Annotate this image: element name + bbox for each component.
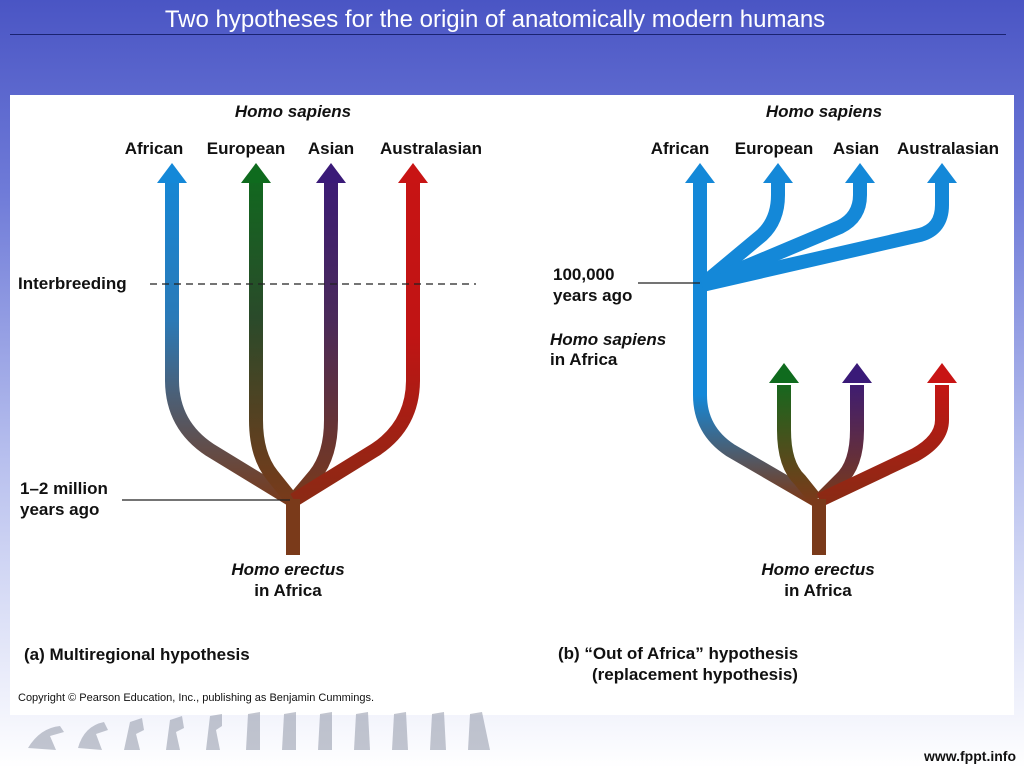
panel-a-african-arrowhead xyxy=(157,163,187,183)
panel-b-asian-archaic-branch xyxy=(815,385,864,505)
panel-b-australasian-archaic-branch xyxy=(817,385,949,507)
figure-drawing: Homo sapiens African European Asian Aust… xyxy=(18,102,999,684)
panel-b-lineage-african: African xyxy=(651,139,710,158)
panel-a-time-label-line1: 1–2 million xyxy=(20,479,108,498)
panel-b-sapiens-label-line1: Homo sapiens xyxy=(550,330,666,349)
panel-b-root-label-line1: Homo erectus xyxy=(761,560,874,579)
panel-b-african-stem xyxy=(693,180,820,507)
panel-b-time-label-line2: years ago xyxy=(553,286,632,305)
panel-b-trunk xyxy=(812,499,826,555)
panel-b-european-archaic-branch xyxy=(777,385,822,505)
panel-a-top-label: Homo sapiens xyxy=(235,102,351,121)
panel-b: Homo sapiens African European Asian Aust… xyxy=(550,102,999,684)
panel-a-australasian-branch xyxy=(290,180,420,506)
panel-a-european-branch xyxy=(249,180,298,505)
panel-a-lineage-european: European xyxy=(207,139,285,158)
panel-b-root-label-line2: in Africa xyxy=(784,581,852,600)
title-divider xyxy=(10,34,1006,35)
panel-a-australasian-arrowhead xyxy=(398,163,428,183)
panel-b-european-archaic-arrowhead xyxy=(769,363,799,383)
panel-b-asian-modern-branch xyxy=(699,180,867,292)
panel-b-caption-line1: (b) “Out of Africa” hypothesis xyxy=(558,644,798,663)
panel-b-african-arrowhead xyxy=(685,163,715,183)
panel-a-trunk xyxy=(286,499,300,555)
panel-a-asian-arrowhead xyxy=(316,163,346,183)
footer-url[interactable]: www.fppt.info xyxy=(923,748,1016,764)
panel-b-lineage-european: European xyxy=(735,139,813,158)
panel-a-european-arrowhead xyxy=(241,163,271,183)
panel-b-lineage-australasian: Australasian xyxy=(897,139,999,158)
panel-b-caption-line2: (replacement hypothesis) xyxy=(592,665,798,684)
panel-b-european-modern-branch xyxy=(697,180,785,291)
panel-b-time-label-line1: 100,000 xyxy=(553,265,614,284)
evolution-silhouettes-graphic xyxy=(28,712,490,750)
panel-a-interbreeding-label: Interbreeding xyxy=(18,274,127,293)
panel-a-root-label-line1: Homo erectus xyxy=(231,560,344,579)
panel-a: Homo sapiens African European Asian Aust… xyxy=(18,102,482,664)
copyright-notice: Copyright © Pearson Education, Inc., pub… xyxy=(18,692,375,704)
panel-a-caption: (a) Multiregional hypothesis xyxy=(24,645,250,664)
panel-b-asian-archaic-arrowhead xyxy=(842,363,872,383)
panel-b-sapiens-label-line2: in Africa xyxy=(550,350,618,369)
hypotheses-figure: Homo sapiens African European Asian Aust… xyxy=(10,95,1014,715)
panel-b-australasian-arrowhead xyxy=(927,163,957,183)
panel-b-top-label: Homo sapiens xyxy=(766,102,882,121)
panel-b-asian-arrowhead xyxy=(845,163,875,183)
panel-a-african-branch xyxy=(165,180,296,506)
panel-b-lineage-asian: Asian xyxy=(833,139,879,158)
panel-a-lineage-african: African xyxy=(125,139,184,158)
panel-a-asian-branch xyxy=(288,180,338,505)
panel-b-european-arrowhead xyxy=(763,163,793,183)
panel-a-lineage-asian: Asian xyxy=(308,139,354,158)
panel-b-australasian-archaic-arrowhead xyxy=(927,363,957,383)
panel-a-root-label-line2: in Africa xyxy=(254,581,322,600)
panel-b-australasian-modern-branch xyxy=(700,180,949,292)
panel-a-lineage-australasian: Australasian xyxy=(380,139,482,158)
slide-title: Two hypotheses for the origin of anatomi… xyxy=(164,6,826,33)
panel-a-time-label-line2: years ago xyxy=(20,500,99,519)
